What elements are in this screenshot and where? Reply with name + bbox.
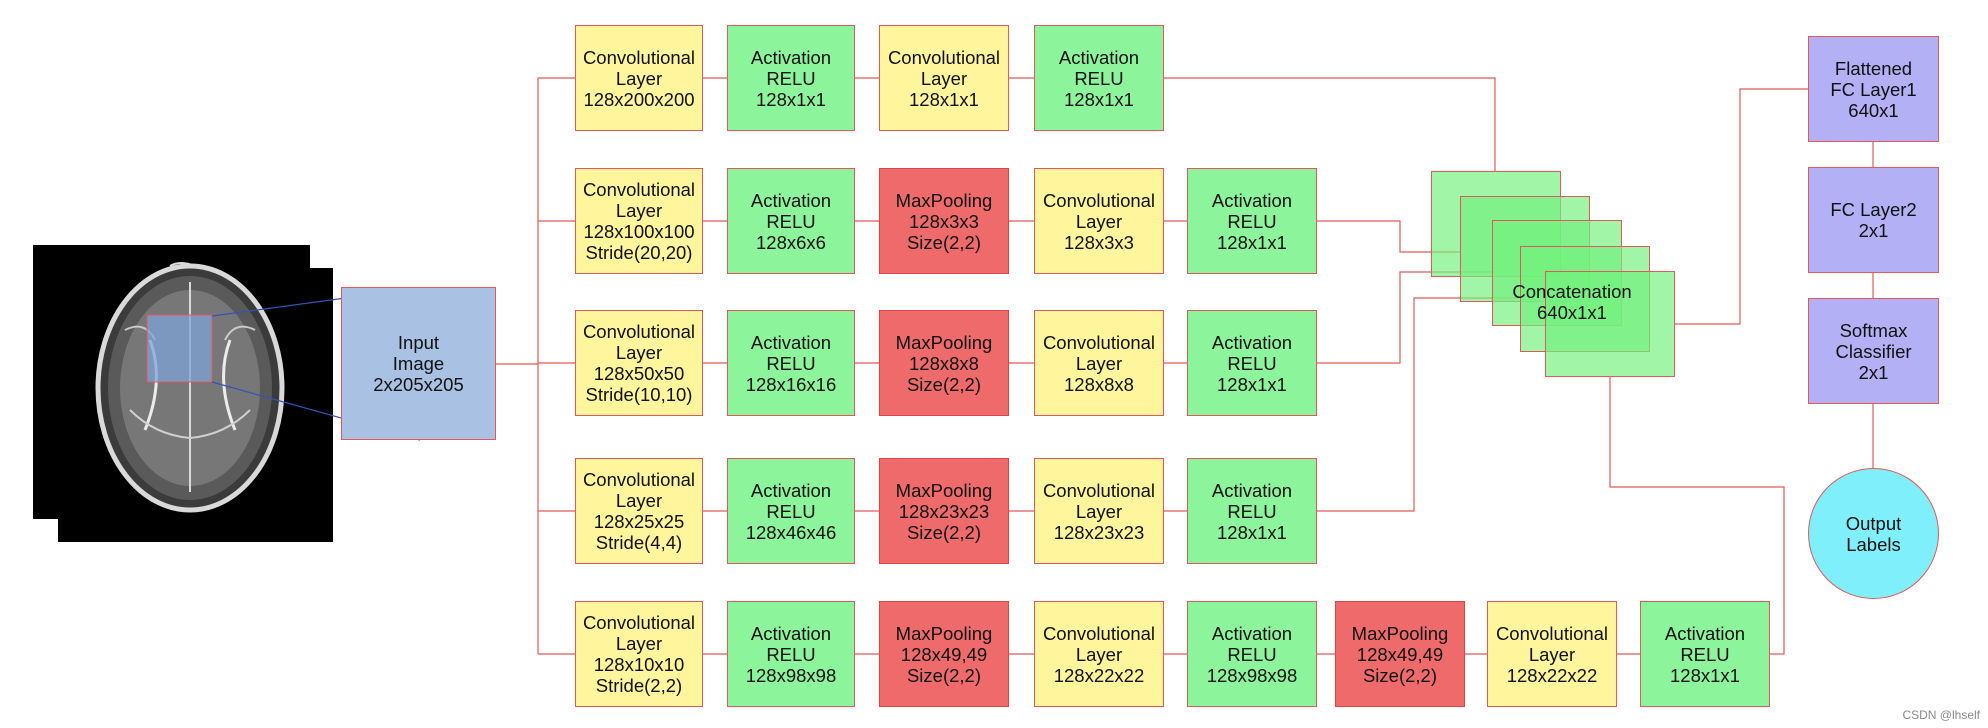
activation-relu-r3c2-label: Activation RELU 128x16x16 [745, 331, 837, 395]
max-pooling-layer-r3c3-label: MaxPooling 128x8x8 Size(2,2) [895, 331, 993, 395]
activation-relu-r5c8: Activation RELU 128x1x1 [1640, 601, 1770, 707]
convolutional-layer-r3c4-label: Convolutional Layer 128x8x8 [1042, 331, 1156, 395]
softmax-classifier-label: Softmax Classifier 2x1 [1835, 319, 1912, 383]
convolutional-layer-r2c1: Convolutional Layer 128x100x100 Stride(2… [575, 168, 703, 274]
max-pooling-layer-r5c6: MaxPooling 128x49,49 Size(2,2) [1335, 601, 1465, 707]
max-pooling-layer-r2c3-label: MaxPooling 128x3x3 Size(2,2) [895, 189, 993, 253]
flattened-fc-layer1: Flattened FC Layer1 640x1 [1808, 36, 1939, 142]
connector-line [1161, 77, 1496, 171]
concatenation-slice [1545, 271, 1675, 377]
watermark: CSDN @lhself [1902, 708, 1980, 722]
max-pooling-layer-r5c3-label: MaxPooling 128x49,49 Size(2,2) [895, 622, 993, 686]
activation-relu-r4c2-label: Activation RELU 128x46x46 [745, 479, 837, 543]
activation-relu-r4c5: Activation RELU 128x1x1 [1187, 458, 1317, 564]
activation-relu-r4c2: Activation RELU 128x46x46 [727, 458, 855, 564]
fc-layer2: FC Layer2 2x1 [1808, 167, 1939, 273]
activation-relu-r3c2: Activation RELU 128x16x16 [727, 310, 855, 416]
convolutional-layer-r5c4: Convolutional Layer 128x22x22 [1034, 601, 1164, 707]
activation-relu-r3c5-label: Activation RELU 128x1x1 [1211, 331, 1293, 395]
max-pooling-layer-r5c6-label: MaxPooling 128x49,49 Size(2,2) [1351, 622, 1449, 686]
activation-relu-r2c5-label: Activation RELU 128x1x1 [1211, 189, 1293, 253]
max-pooling-layer-r2c3: MaxPooling 128x3x3 Size(2,2) [879, 168, 1009, 274]
activation-relu-r5c5-label: Activation RELU 128x98x98 [1206, 622, 1298, 686]
convolutional-layer-r2c4: Convolutional Layer 128x3x3 [1034, 168, 1164, 274]
activation-relu-r1c2: Activation RELU 128x1x1 [727, 25, 855, 131]
activation-relu-r1c2-label: Activation RELU 128x1x1 [750, 46, 832, 110]
convolutional-layer-r5c4-label: Convolutional Layer 128x22x22 [1042, 622, 1156, 686]
convolutional-layer-r5c7-label: Convolutional Layer 128x22x22 [1495, 622, 1609, 686]
connector-line [1609, 377, 1785, 655]
convolutional-layer-r1c3: Convolutional Layer 128x1x1 [879, 25, 1009, 131]
convolutional-layer-r3c1-label: Convolutional Layer 128x50x50 Stride(10,… [582, 321, 696, 405]
connector-line [1675, 88, 1808, 325]
concatenation-label: Concatenation 640x1x1 [1512, 281, 1632, 323]
convolutional-layer-r3c1: Convolutional Layer 128x50x50 Stride(10,… [575, 310, 703, 416]
activation-relu-r4c5-label: Activation RELU 128x1x1 [1211, 479, 1293, 543]
max-pooling-layer-r4c3-label: MaxPooling 128x23x23 Size(2,2) [895, 479, 993, 543]
convolutional-layer-r1c3-label: Convolutional Layer 128x1x1 [887, 46, 1001, 110]
activation-relu-r5c2: Activation RELU 128x98x98 [727, 601, 855, 707]
output-labels-node-label: Output Labels [1845, 512, 1902, 555]
output-labels-node: Output Labels [1808, 468, 1939, 599]
activation-relu-r2c2-label: Activation RELU 128x6x6 [750, 189, 832, 253]
brain-mri-slices-image [33, 245, 333, 542]
flattened-fc-layer1-label: Flattened FC Layer1 640x1 [1830, 57, 1917, 121]
fc-layer2-label: FC Layer2 2x1 [1830, 199, 1917, 241]
max-pooling-layer-r5c3: MaxPooling 128x49,49 Size(2,2) [879, 601, 1009, 707]
convolutional-layer-r4c4: Convolutional Layer 128x23x23 [1034, 458, 1164, 564]
activation-relu-r2c5: Activation RELU 128x1x1 [1187, 168, 1317, 274]
input-image-node-label: Input Image 2x205x205 [373, 332, 464, 395]
connector-line [1317, 220, 1460, 253]
concatenation-node: Concatenation 640x1x1 [1507, 272, 1637, 332]
softmax-classifier: Softmax Classifier 2x1 [1808, 298, 1939, 404]
activation-relu-r1c4-label: Activation RELU 128x1x1 [1058, 46, 1140, 110]
convolutional-layer-r4c1-label: Convolutional Layer 128x25x25 Stride(4,4… [582, 469, 696, 553]
max-pooling-layer-r3c3: MaxPooling 128x8x8 Size(2,2) [879, 310, 1009, 416]
activation-relu-r5c5: Activation RELU 128x98x98 [1187, 601, 1317, 707]
activation-relu-r5c2-label: Activation RELU 128x98x98 [745, 622, 837, 686]
convolutional-layer-r2c1-label: Convolutional Layer 128x100x100 Stride(2… [582, 179, 696, 263]
convolutional-layer-r4c4-label: Convolutional Layer 128x23x23 [1042, 479, 1156, 543]
activation-relu-r5c8-label: Activation RELU 128x1x1 [1664, 622, 1746, 686]
convolutional-layer-r4c1: Convolutional Layer 128x25x25 Stride(4,4… [575, 458, 703, 564]
activation-relu-r2c2: Activation RELU 128x6x6 [727, 168, 855, 274]
connector-line [1314, 297, 1520, 512]
convolutional-layer-r3c4: Convolutional Layer 128x8x8 [1034, 310, 1164, 416]
convolutional-layer-r5c1-label: Convolutional Layer 128x10x10 Stride(2,2… [582, 612, 696, 696]
input-image-node: Input Image 2x205x205 [341, 287, 496, 440]
activation-relu-r3c5: Activation RELU 128x1x1 [1187, 310, 1317, 416]
activation-relu-r1c4: Activation RELU 128x1x1 [1034, 25, 1164, 131]
convolutional-layer-r1c1: Convolutional Layer 128x200x200 [575, 25, 703, 131]
convolutional-layer-r1c1-label: Convolutional Layer 128x200x200 [582, 46, 696, 110]
max-pooling-layer-r4c3: MaxPooling 128x23x23 Size(2,2) [879, 458, 1009, 564]
convolutional-layer-r5c7: Convolutional Layer 128x22x22 [1487, 601, 1617, 707]
convolutional-layer-r5c1: Convolutional Layer 128x10x10 Stride(2,2… [575, 601, 703, 707]
convolutional-layer-r2c4-label: Convolutional Layer 128x3x3 [1042, 189, 1156, 253]
brain-mri-scan [95, 262, 285, 513]
